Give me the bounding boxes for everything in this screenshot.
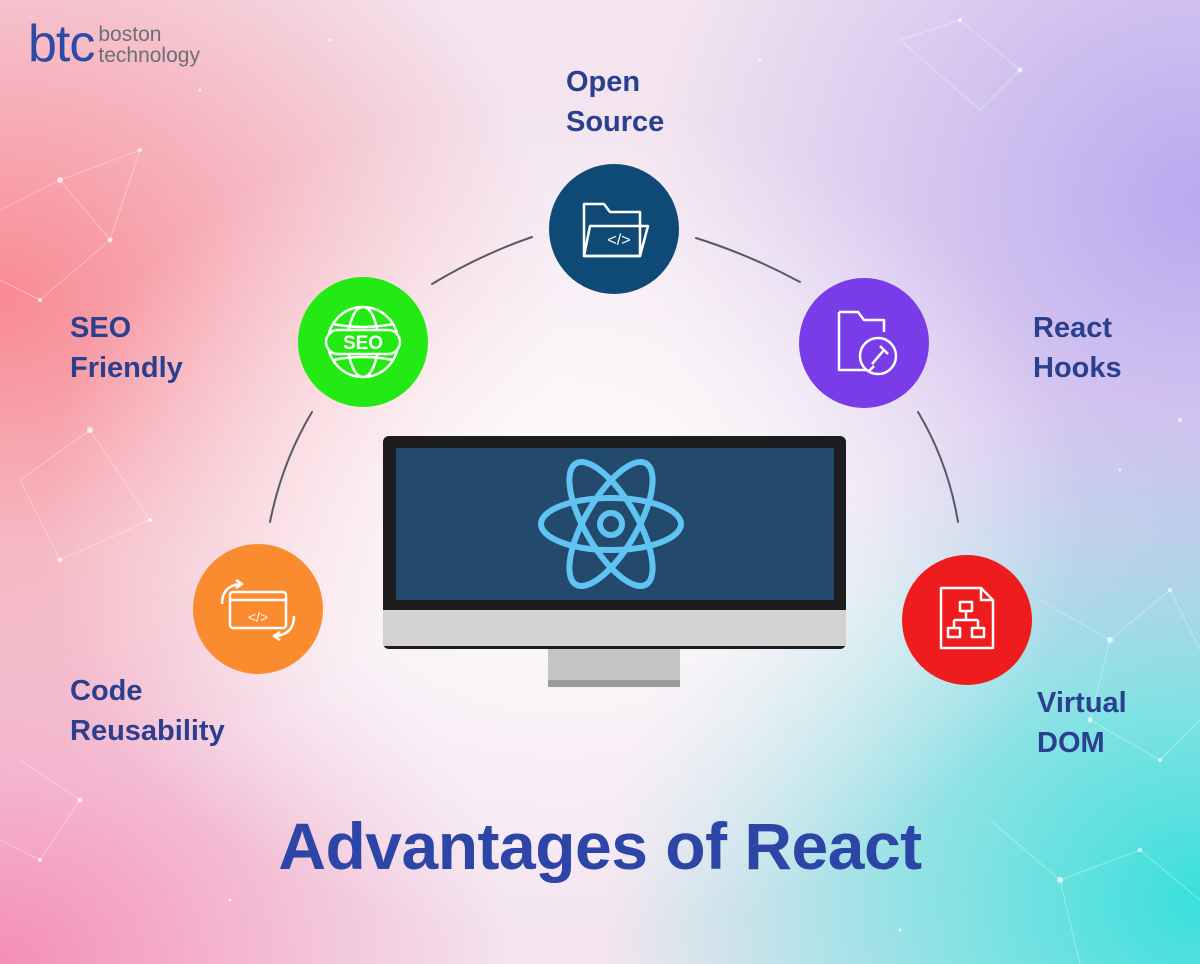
label-react-hooks: React Hooks bbox=[1033, 308, 1122, 388]
svg-text:</>: </> bbox=[248, 609, 268, 625]
label-line: Reusability bbox=[70, 715, 225, 747]
seo-globe-icon: SEO bbox=[324, 305, 402, 379]
logo-word-1: boston bbox=[98, 23, 162, 46]
dom-tree-file-icon bbox=[939, 586, 995, 650]
react-atom-icon bbox=[538, 459, 684, 589]
open-source-circle bbox=[549, 164, 679, 294]
label-line: DOM bbox=[1037, 727, 1105, 759]
label-open-source: Open Source bbox=[566, 62, 664, 142]
btc-logo: btc boston technology bbox=[28, 18, 200, 70]
code-reusability-circle bbox=[193, 544, 323, 674]
label-virtual-dom: Virtual DOM bbox=[1037, 683, 1127, 763]
folder-pin-icon bbox=[837, 310, 898, 376]
label-code-reusability: Code Reusability bbox=[70, 671, 225, 751]
label-line: Hooks bbox=[1033, 352, 1122, 384]
connector-arcs bbox=[269, 236, 959, 523]
label-line: Virtual bbox=[1037, 687, 1127, 719]
label-line: Friendly bbox=[70, 352, 183, 384]
label-line: Source bbox=[566, 106, 665, 138]
label-seo-friendly: SEO Friendly bbox=[70, 308, 183, 388]
label-line: Open bbox=[566, 66, 641, 98]
code-cycle-icon: </> bbox=[220, 578, 296, 642]
label-line: SEO bbox=[70, 312, 132, 344]
svg-text:</>: </> bbox=[607, 232, 630, 249]
monitor bbox=[383, 436, 846, 687]
svg-text:SEO: SEO bbox=[343, 333, 383, 354]
label-line: React bbox=[1033, 312, 1112, 344]
folder-code-icon: </> bbox=[582, 202, 650, 258]
label-line: Code bbox=[70, 675, 143, 707]
btc-logo-words: boston technology bbox=[98, 24, 200, 66]
btc-logo-mark: btc bbox=[28, 15, 95, 73]
main-title: Advantages of React bbox=[278, 809, 922, 883]
logo-word-2: technology bbox=[98, 44, 200, 67]
